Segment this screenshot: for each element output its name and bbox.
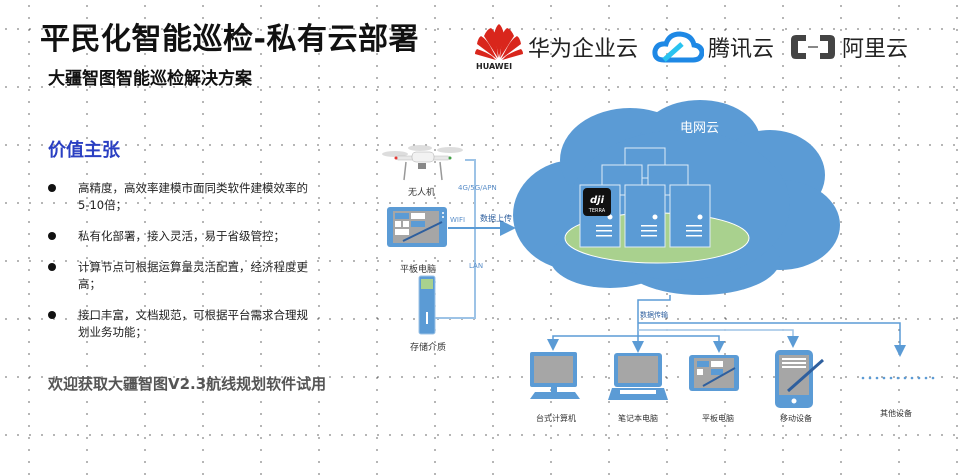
drone-icon bbox=[382, 145, 463, 181]
partner-tencent: 腾讯云 bbox=[652, 30, 774, 64]
partner-logos: HUAWEI 华为企业云 腾讯云 阿里云 bbox=[474, 22, 908, 72]
partner-name: 阿里云 bbox=[842, 37, 909, 62]
source-connectors bbox=[433, 159, 516, 319]
drone-label: 无人机 bbox=[408, 188, 436, 198]
wifi-link-label: WIFI bbox=[450, 216, 466, 224]
storage-icon bbox=[418, 275, 436, 335]
transfer-link-label: 数据传输 bbox=[640, 311, 668, 319]
target-label: 笔记本电脑 bbox=[618, 414, 658, 423]
target-label: 移动设备 bbox=[780, 414, 812, 423]
page-title: 平民化智能巡检-私有云部署 bbox=[40, 22, 419, 57]
distribution-connectors bbox=[547, 295, 906, 357]
bullet-icon bbox=[48, 232, 56, 240]
partner-name: 华为企业云 bbox=[528, 37, 639, 62]
tablet-icon bbox=[689, 355, 739, 391]
aliyun-logo-icon bbox=[791, 35, 836, 59]
page-subtitle: 大疆智图智能巡检解决方案 bbox=[48, 69, 252, 89]
huawei-logo-icon: HUAWEI bbox=[474, 22, 524, 72]
bullet-icon bbox=[48, 263, 56, 271]
bullet-icon bbox=[48, 311, 56, 319]
huawei-caption: HUAWEI bbox=[476, 62, 513, 71]
value-proposition-list: 高精度，高效率建模市面同类软件建模效率的5-10倍； 私有化部署，接入灵活，易于… bbox=[48, 180, 328, 355]
lan-link-label: LAN bbox=[469, 262, 484, 270]
tencent-cloud-logo-icon bbox=[652, 31, 705, 63]
tablet-icon bbox=[387, 207, 447, 247]
upload-link-label: 数据上传 bbox=[480, 214, 512, 223]
list-item: 高精度，高效率建模市面同类软件建模效率的5-10倍； bbox=[48, 180, 328, 214]
tablet-label: 平板电脑 bbox=[400, 265, 437, 275]
terra-logo-bottom: TERRA bbox=[588, 208, 606, 214]
list-item: 计算节点可根据运算量灵活配置，经济程度更高； bbox=[48, 259, 328, 293]
storage-label: 存储介质 bbox=[410, 343, 447, 353]
target-label: 其他设备 bbox=[880, 409, 912, 418]
mobile-device-icon bbox=[775, 350, 824, 408]
list-item-text: 接口丰富，文档规范，可根据平台需求合理规划业务功能； bbox=[78, 308, 308, 339]
target-label: 台式计算机 bbox=[536, 414, 576, 423]
list-item: 接口丰富，文档规范，可根据平台需求合理规划业务功能； bbox=[48, 307, 328, 341]
partner-huawei: HUAWEI 华为企业云 bbox=[474, 22, 638, 72]
desktop-icon bbox=[530, 352, 580, 399]
list-item-text: 计算节点可根据运算量灵活配置，经济程度更高； bbox=[78, 260, 308, 291]
cloud-label: 电网云 bbox=[680, 121, 719, 136]
bullet-icon bbox=[48, 184, 56, 192]
more-devices-icon bbox=[861, 376, 935, 380]
partner-name: 腾讯云 bbox=[708, 37, 775, 62]
list-item: 私有化部署，接入灵活，易于省级管控； bbox=[48, 228, 328, 245]
value-proposition-title: 价值主张 bbox=[48, 140, 120, 161]
partner-aliyun: 阿里云 bbox=[788, 31, 908, 63]
laptop-icon bbox=[608, 353, 668, 400]
list-item-text: 私有化部署，接入灵活，易于省级管控； bbox=[78, 229, 285, 243]
server-details bbox=[596, 214, 703, 237]
dji-terra-app-icon: dji TERRA bbox=[583, 188, 611, 216]
network-link-label: 4G/5G/APN bbox=[458, 184, 497, 192]
trial-call-to-action[interactable]: 欢迎获取大疆智图V2.3航线规划软件试用 bbox=[48, 375, 327, 393]
list-item-text: 高精度，高效率建模市面同类软件建模效率的5-10倍； bbox=[78, 181, 308, 212]
target-label: 平板电脑 bbox=[702, 414, 734, 423]
terra-logo-top: dji bbox=[590, 195, 605, 206]
